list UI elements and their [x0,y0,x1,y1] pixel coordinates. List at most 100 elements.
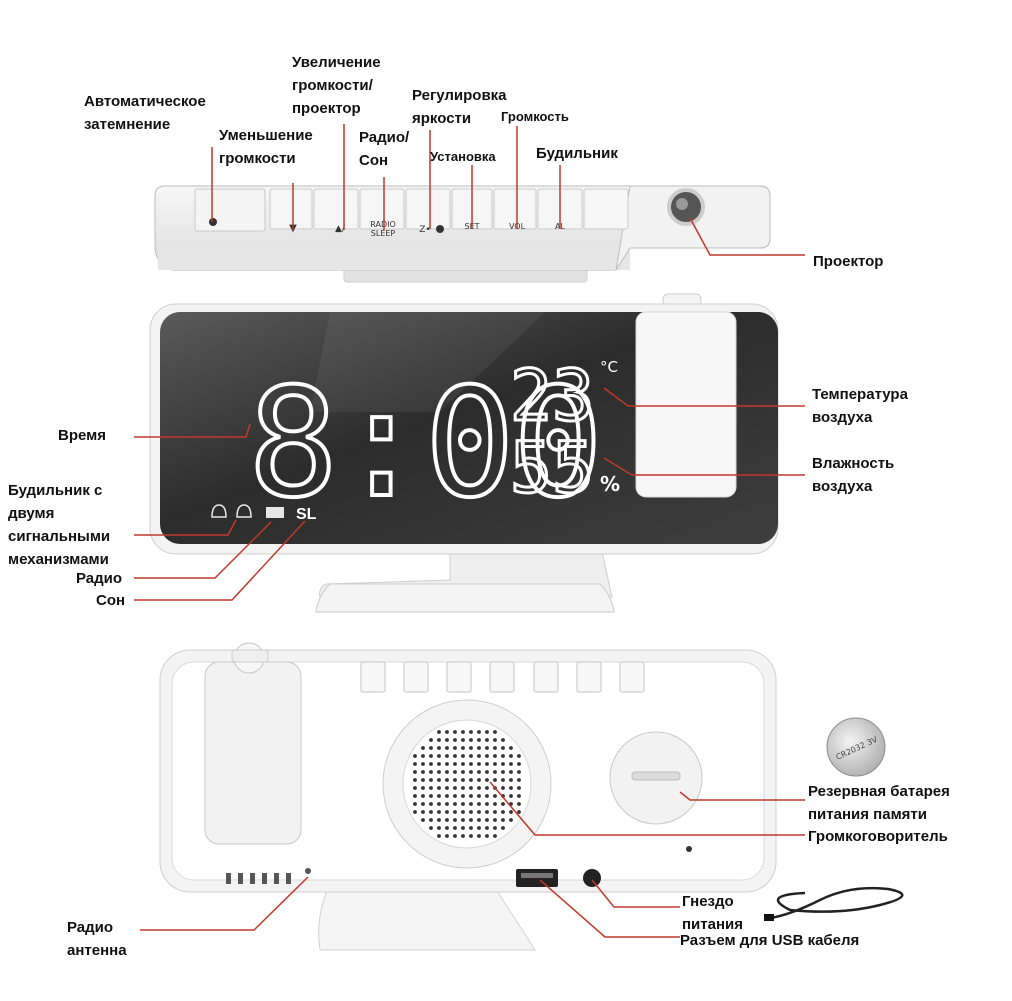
speaker-hole [493,794,497,798]
speaker-hole [429,738,433,742]
speaker-hole [429,818,433,822]
speaker-hole [461,778,465,782]
speaker-hole [445,730,449,734]
speaker-hole [413,770,417,774]
speaker-hole [477,802,481,806]
speaker-hole [509,794,513,798]
speaker-hole [453,810,457,814]
speaker-hole [453,818,457,822]
speaker-hole [485,738,489,742]
speaker-hole [453,786,457,790]
speaker-hole [437,730,441,734]
speaker-hole [453,802,457,806]
speaker-hole [453,778,457,782]
speaker-hole [493,818,497,822]
speaker-hole [485,746,489,750]
speaker-hole [461,770,465,774]
speaker-hole [509,810,513,814]
speaker-hole [485,802,489,806]
reset-hole [686,846,692,852]
speaker-hole [501,826,505,830]
alarm1-icon [211,504,227,518]
speaker-hole [445,770,449,774]
speaker-hole [509,786,513,790]
speaker-hole [421,802,425,806]
speaker-hole [445,778,449,782]
temperature-unit: °C [600,358,618,376]
power-cable [769,886,904,920]
speaker-hole [453,754,457,758]
speaker-hole [501,762,505,766]
display-screen [160,312,778,544]
speaker-hole [477,810,481,814]
speaker-hole [485,826,489,830]
speaker-hole [469,802,473,806]
speaker-hole [477,762,481,766]
back-projector-door [204,661,302,845]
speaker-hole [429,786,433,790]
speaker-hole [517,762,521,766]
speaker-hole [493,778,497,782]
time-display: 8:00 [248,357,601,531]
radio-icon [266,507,284,518]
speaker-hole [477,738,481,742]
speaker-hole [429,778,433,782]
speaker-hole [445,834,449,838]
speaker-hole [437,786,441,790]
speaker-hole [517,778,521,782]
label-usb-port: Разъем для USB кабеля [680,932,860,949]
speaker-hole [501,746,505,750]
label-radio-antenna: Радио антенна [67,919,127,959]
speaker-hole [453,826,457,830]
speaker-hole [509,762,513,766]
speaker-hole [493,834,497,838]
speaker-hole [469,826,473,830]
btn-radio-text-1: RADIO [370,220,396,229]
speaker-hole [493,730,497,734]
speaker-hole [453,770,457,774]
speaker-hole [469,810,473,814]
speaker-hole [437,810,441,814]
label-brightness: Регулировка яркости [412,87,507,127]
speaker-hole [429,770,433,774]
speaker-hole [437,818,441,822]
battery-coin [826,717,886,777]
speaker-hole [509,754,513,758]
speaker-hole [501,818,505,822]
label-sleep: Сон [96,592,126,609]
speaker-hole [485,794,489,798]
speaker-hole [485,754,489,758]
speaker-hole [493,738,497,742]
speaker-hole [509,818,513,822]
speaker-hole [469,762,473,766]
speaker-hole [509,778,513,782]
btn-up-glyph: ▲/ [335,224,346,234]
speaker-hole [413,802,417,806]
speaker-hole [493,754,497,758]
speaker-hole [461,810,465,814]
speaker-hole [477,786,481,790]
speaker-hole [461,738,465,742]
speaker-hole [429,826,433,830]
back-buttons [360,661,645,693]
speaker-hole [421,770,425,774]
speaker-hole [453,738,457,742]
speaker-hole [493,770,497,774]
speaker-hole [461,746,465,750]
label-dual-alarm: Будильник с двумя сигнальными механизмам… [8,482,111,568]
speaker-hole [493,802,497,806]
speaker-hole [445,762,449,766]
speaker-hole [429,794,433,798]
power-jack [583,869,601,887]
speaker-hole [453,762,457,766]
label-temperature: Температура воздуха [812,386,908,426]
speaker-hole [445,786,449,790]
speaker-hole [413,810,417,814]
speaker-hole [477,754,481,758]
label-vol-up-projector: Увеличение громкости/ проектор [292,54,381,117]
speaker-hole [517,794,521,798]
speaker-hole [461,834,465,838]
humidity-unit: % [600,472,620,496]
speaker-hole [445,810,449,814]
